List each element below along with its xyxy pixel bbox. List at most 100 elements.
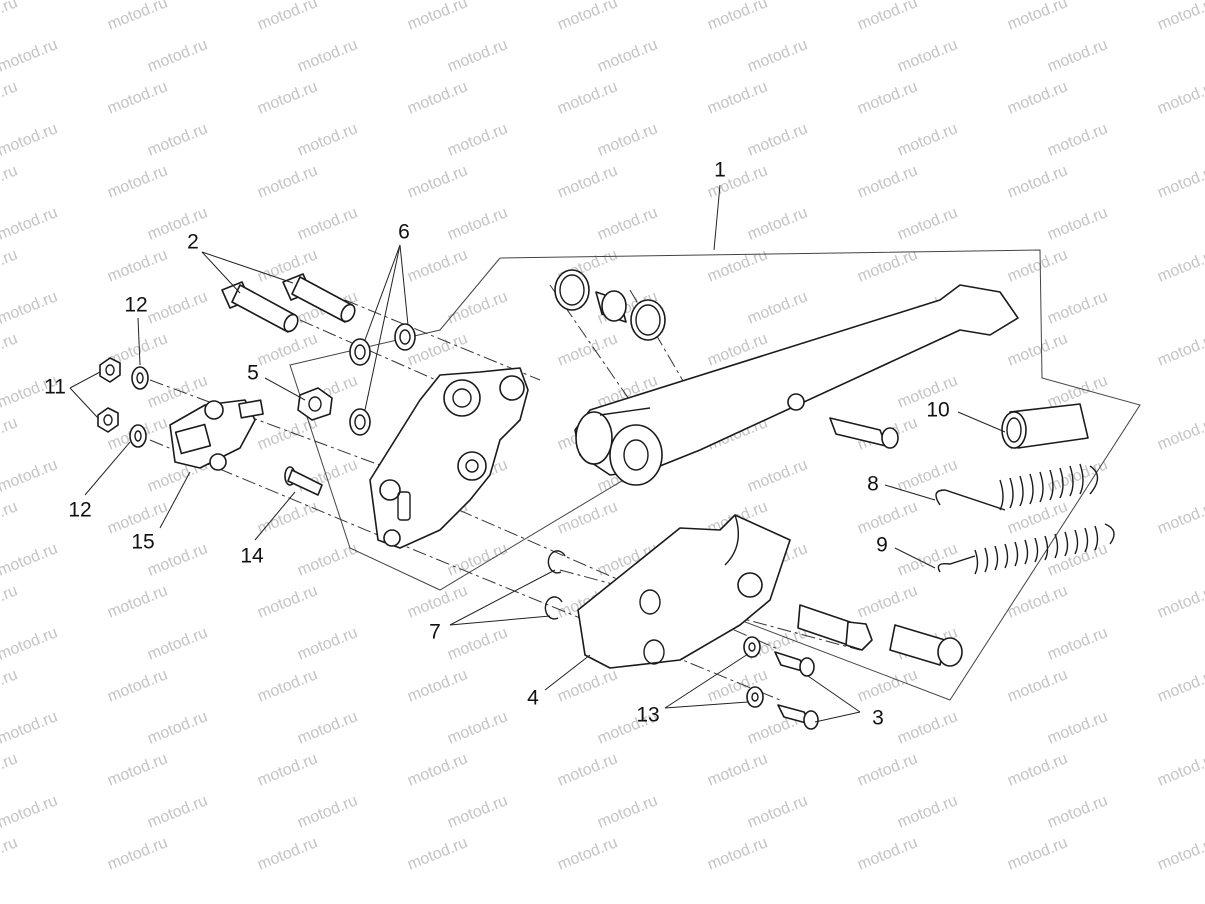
callout-2: 2 <box>187 231 199 254</box>
watermark-text: motod.ru <box>745 288 810 327</box>
watermark-text: motod.ru <box>105 666 170 705</box>
watermark-text: motod.ru <box>105 162 170 201</box>
watermark-text: motod.ru <box>555 78 620 117</box>
watermark-text: motod.ru <box>0 540 60 579</box>
watermark-text: motod.ru <box>745 456 810 495</box>
spring-part-8 <box>935 463 1099 511</box>
watermark-text: motod.ru <box>0 330 20 369</box>
watermark-text: motod.ru <box>1045 288 1110 327</box>
watermark-text: motod.ru <box>745 792 810 831</box>
watermark-text: motod.ru <box>705 246 770 285</box>
watermark-text: motod.ru <box>0 792 60 831</box>
watermark-text: motod.ru <box>405 162 470 201</box>
watermark-text: motod.ru <box>705 834 770 873</box>
watermark-text: motod.ru <box>445 540 510 579</box>
watermark-text: motod.ru <box>405 246 470 285</box>
watermark-text: motod.ru <box>0 624 60 663</box>
watermark-text: motod.ru <box>145 36 210 75</box>
callout-12-top: 12 <box>124 294 147 317</box>
watermark-text: motod.ru <box>745 36 810 75</box>
watermark-text: motod.ru <box>1005 750 1070 789</box>
watermark-text: motod.ru <box>255 750 320 789</box>
watermark-text: motod.ru <box>1005 246 1070 285</box>
watermark-text: motod.ru <box>255 162 320 201</box>
callout-5: 5 <box>247 362 259 385</box>
watermark-text: motod.ru <box>1155 246 1205 285</box>
callout-12-bottom: 12 <box>68 499 91 522</box>
watermark-text: motod.ru <box>255 582 320 621</box>
callout-4: 4 <box>527 687 539 710</box>
watermark-text: motod.ru <box>1045 792 1110 831</box>
watermark-text: motod.ru <box>1155 0 1205 34</box>
watermark-text: motod.ru <box>1155 330 1205 369</box>
callout-15: 15 <box>131 531 154 554</box>
watermark-text: motod.ru <box>405 666 470 705</box>
assembly-frame-left <box>289 257 641 591</box>
bracket-plate <box>369 367 529 549</box>
watermark-text: motod.ru <box>555 498 620 537</box>
callout-6: 6 <box>398 221 410 244</box>
watermark-text: motod.ru <box>0 162 20 201</box>
watermark-text: motod.ru <box>1045 624 1110 663</box>
watermark-text: motod.ru <box>0 456 60 495</box>
sleeve-part-10 <box>1001 403 1089 449</box>
switch-part-15 <box>169 399 264 471</box>
watermark-text: motod.ru <box>1155 582 1205 621</box>
watermark-text: motod.ru <box>295 36 360 75</box>
watermark-text: motod.ru <box>445 120 510 159</box>
watermark-text: motod.ru <box>855 750 920 789</box>
watermark-text: motod.ru <box>295 792 360 831</box>
watermark-text: motod.ru <box>445 708 510 747</box>
watermark-text: motod.ru <box>745 120 810 159</box>
washer-part-13 <box>743 636 764 708</box>
watermark-text: motod.ru <box>255 414 320 453</box>
watermark-text: motod.ru <box>0 582 20 621</box>
watermark-text: motod.ru <box>1045 120 1110 159</box>
watermark-text: motod.ru <box>0 708 60 747</box>
watermark-text: motod.ru <box>1005 582 1070 621</box>
callout-7: 7 <box>429 621 441 644</box>
watermark-text: motod.ru <box>0 288 60 327</box>
watermark-text: motod.ru <box>0 498 20 537</box>
watermark-text: motod.ru <box>145 120 210 159</box>
watermark-text: motod.ru <box>1045 204 1110 243</box>
watermark-text: motod.ru <box>405 834 470 873</box>
watermark-text: motod.ru <box>0 246 20 285</box>
watermark-text: motod.ru <box>1155 162 1205 201</box>
watermark-text: motod.ru <box>445 204 510 243</box>
watermark-text: motod.ru <box>105 246 170 285</box>
watermark-text: motod.ru <box>295 540 360 579</box>
watermark-text: motod.ru <box>255 834 320 873</box>
watermark-text: motod.ru <box>295 120 360 159</box>
watermark-text: motod.ru <box>855 666 920 705</box>
watermark-text: motod.ru <box>1005 834 1070 873</box>
callout-11: 11 <box>44 376 66 399</box>
watermark-text: motod.ru <box>1045 708 1110 747</box>
spring-pins <box>797 417 963 667</box>
watermark-text: motod.ru <box>705 0 770 34</box>
watermark-text: motod.ru <box>0 204 60 243</box>
watermark-text: motod.ru <box>855 0 920 34</box>
nut-part-5 <box>297 387 333 421</box>
watermark-text: motod.ru <box>295 204 360 243</box>
watermark-text: motod.ru <box>855 582 920 621</box>
watermark-text: motod.ru <box>555 330 620 369</box>
watermark-text: motod.ru <box>1005 78 1070 117</box>
watermark-text: motod.ru <box>1005 666 1070 705</box>
watermark-text: motod.ru <box>1155 834 1205 873</box>
watermark-text: motod.ru <box>405 582 470 621</box>
watermark-text: motod.ru <box>0 120 60 159</box>
watermark-text: motod.ru <box>145 540 210 579</box>
watermark-text: motod.ru <box>105 582 170 621</box>
watermark-text: motod.ru <box>1155 750 1205 789</box>
watermark-text: motod.ru <box>1045 36 1110 75</box>
watermark-text: motod.ru <box>555 666 620 705</box>
watermark-text: motod.ru <box>595 204 660 243</box>
assembly-frame-outline <box>499 249 1141 701</box>
callout-14: 14 <box>240 545 264 568</box>
callout-13: 13 <box>636 704 659 727</box>
leader-lines <box>69 184 1006 723</box>
callout-3: 3 <box>872 707 884 730</box>
watermark-text: motod.ru <box>555 834 620 873</box>
watermark-text: motod.ru <box>105 78 170 117</box>
